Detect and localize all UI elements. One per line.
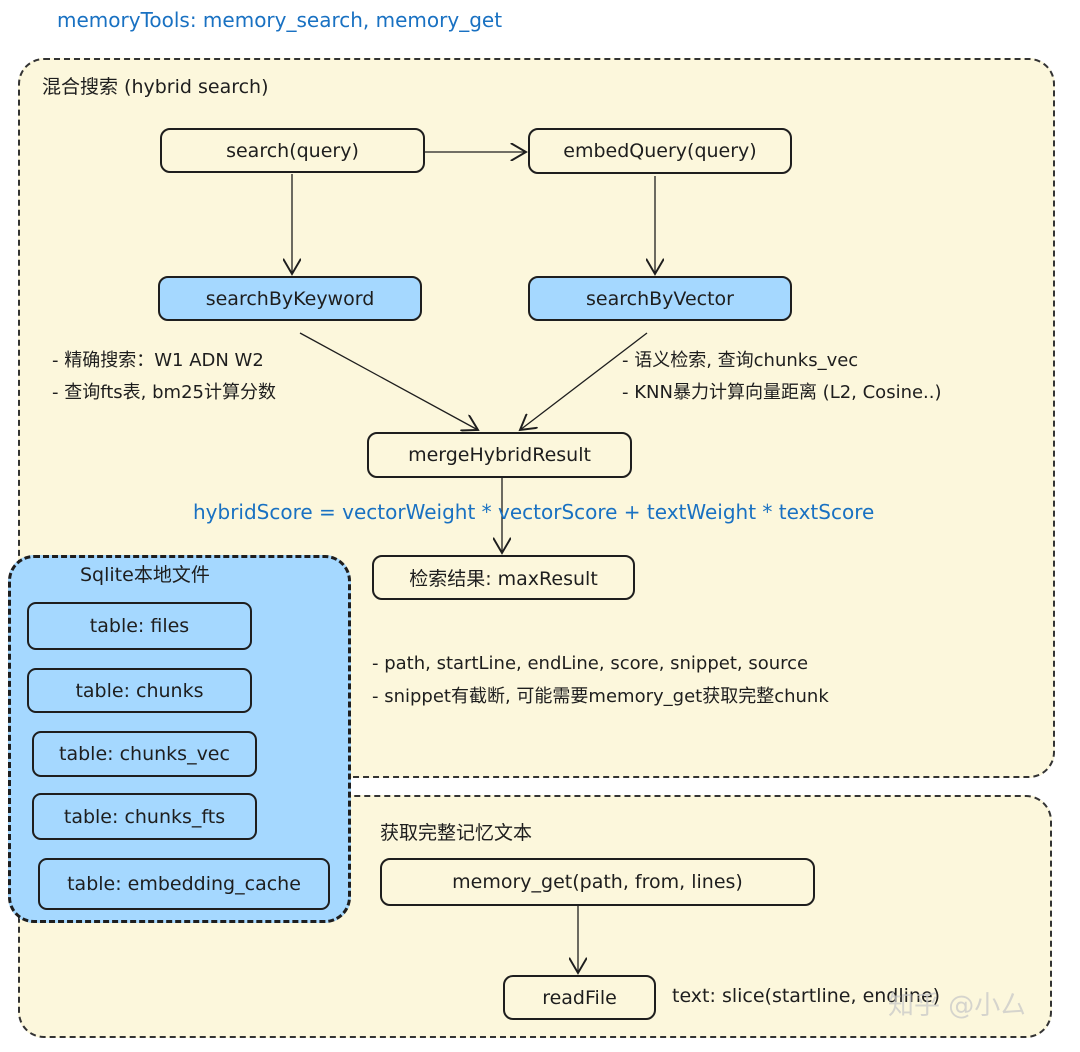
watermark: 知乎 @小厶 xyxy=(888,991,1027,1021)
memory-get-node: memory_get(path, from, lines) xyxy=(380,858,815,906)
hybrid-search-label: 混合搜索 (hybrid search) xyxy=(42,76,269,98)
table-files: table: files xyxy=(27,602,252,650)
sqlite-title: Sqlite本地文件 xyxy=(80,564,210,586)
arrow-vector-to-merge xyxy=(520,332,648,430)
table-embedding-cache: table: embedding_cache xyxy=(38,858,330,910)
get-full-text-label: 获取完整记忆文本 xyxy=(380,822,533,844)
merge-hybrid-result-node: mergeHybridResult xyxy=(367,432,632,478)
search-by-vector-node: searchByVector xyxy=(528,276,792,321)
vector-note-2: - KNN暴力计算向量距离 (L2, Cosine..) xyxy=(622,382,942,403)
read-file-node: readFile xyxy=(503,975,656,1020)
search-by-keyword-node: searchByKeyword xyxy=(158,276,422,321)
hybrid-score-formula: hybridScore = vectorWeight * vectorScore… xyxy=(193,500,875,524)
diagram-title: memoryTools: memory_search, memory_get xyxy=(57,8,503,32)
embed-query-node: embedQuery(query) xyxy=(528,128,792,174)
search-result-node: 检索结果: maxResult xyxy=(372,555,635,600)
keyword-note-2: - 查询fts表, bm25计算分数 xyxy=(52,382,276,403)
arrow-keyword-to-merge xyxy=(299,332,478,430)
table-chunks: table: chunks xyxy=(27,668,252,713)
search-query-node: search(query) xyxy=(160,128,425,173)
slice-note: text: slice(startline, endline) xyxy=(672,985,941,1007)
vector-note-1: - 语义检索, 查询chunks_vec xyxy=(622,350,859,371)
result-note-2: - snippet有截断, 可能需要memory_get获取完整chunk xyxy=(372,686,829,707)
table-chunks-vec: table: chunks_vec xyxy=(32,731,257,777)
table-chunks-fts: table: chunks_fts xyxy=(32,793,257,840)
result-note-1: - path, startLine, endLine, score, snipp… xyxy=(372,653,809,674)
keyword-note-1: - 精确搜索：W1 ADN W2 xyxy=(52,350,264,371)
